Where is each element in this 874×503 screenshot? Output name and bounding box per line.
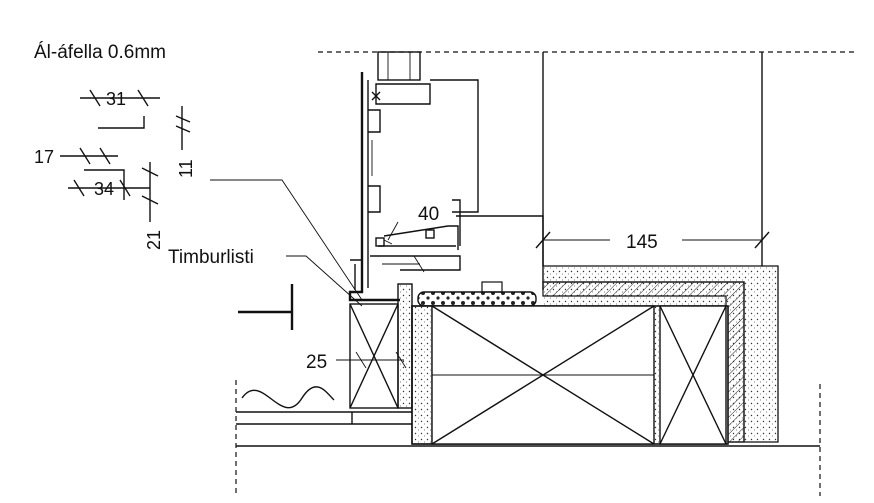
window-frame-profile bbox=[348, 51, 544, 302]
sill-insulation bbox=[417, 291, 537, 307]
timber-strip bbox=[349, 283, 413, 409]
timber-beam bbox=[411, 305, 729, 445]
dim-25-label: 25 bbox=[306, 352, 327, 373]
dimension-145 bbox=[535, 231, 770, 249]
timber-label: Timburlisti bbox=[168, 247, 254, 268]
flashing-detail bbox=[238, 284, 294, 330]
dim-21-label: 21 bbox=[144, 230, 164, 250]
dim-145-label: 145 bbox=[626, 232, 658, 253]
material-label: Ál-áfella 0.6mm bbox=[34, 42, 166, 63]
dim-40-label: 40 bbox=[418, 204, 439, 225]
dim-17-label: 17 bbox=[34, 147, 54, 167]
leader-lines bbox=[210, 179, 425, 369]
ground-lines bbox=[235, 380, 821, 496]
dim-31-label: 31 bbox=[106, 89, 126, 109]
flashing-profile-sketch bbox=[60, 89, 191, 222]
dim-34-label: 34 bbox=[94, 179, 114, 199]
dim-11-label: 11 bbox=[176, 159, 196, 178]
sill-block bbox=[481, 281, 503, 293]
